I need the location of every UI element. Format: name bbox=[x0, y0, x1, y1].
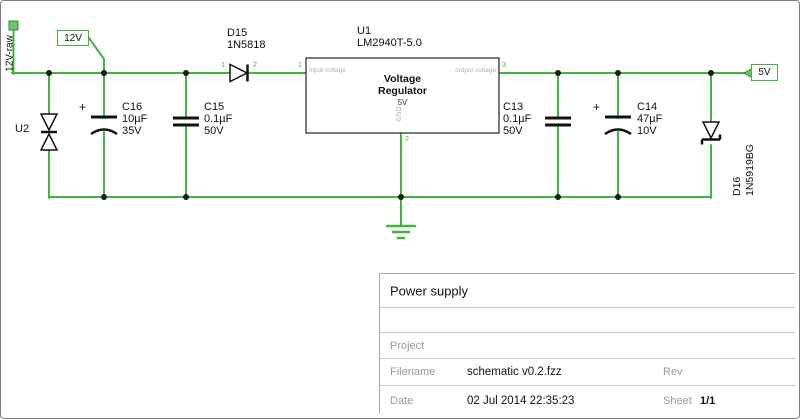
net-label-5v[interactable]: 5V bbox=[751, 64, 778, 81]
u1-part-label: LM2940T-5.0 bbox=[357, 37, 422, 49]
u1-pin-in-number: 1 bbox=[298, 62, 302, 69]
u1-pin-out-number: 3 bbox=[502, 62, 506, 69]
junction-dots bbox=[46, 70, 714, 200]
regulator-u1-body[interactable] bbox=[305, 57, 500, 134]
wire-net-gnd[interactable] bbox=[48, 124, 712, 227]
filename-value: schematic v0.2.fzz bbox=[467, 366, 562, 378]
wire-net-12v-raw[interactable] bbox=[11, 29, 308, 119]
u1-output-pin-label: output voltage bbox=[455, 67, 496, 74]
capacitor-c13-symbol[interactable] bbox=[545, 116, 571, 127]
ground-symbol[interactable] bbox=[385, 224, 417, 240]
u1-title-line2: Regulator bbox=[377, 85, 427, 97]
capacitor-c16-symbol[interactable] bbox=[90, 115, 118, 136]
title-block-empty-row bbox=[380, 308, 795, 333]
u1-input-pin-label: input voltage bbox=[309, 67, 346, 74]
c13-ref-label: C13 bbox=[503, 101, 524, 113]
net-label-12v[interactable]: 12V bbox=[57, 30, 89, 46]
title-block-date-row: Date 02 Jul 2014 22:35:23 Sheet 1/1 bbox=[380, 386, 795, 416]
u1-gnd-pin-label: GND bbox=[396, 106, 403, 122]
c16-plus-sign: + bbox=[79, 100, 87, 114]
sheet-value: 1/1 bbox=[700, 395, 716, 407]
c14-ref-label: C14 bbox=[637, 101, 658, 113]
title-block: Power supply Project Filename schematic … bbox=[379, 273, 795, 414]
u1-ref-label: U1 bbox=[357, 25, 372, 37]
date-value: 02 Jul 2014 22:35:23 bbox=[467, 395, 575, 407]
capacitor-c14-symbol[interactable] bbox=[604, 115, 632, 136]
u1-pin-gnd-number: 2 bbox=[405, 136, 409, 143]
date-label: Date bbox=[390, 395, 414, 407]
title-block-title: Power supply bbox=[390, 283, 469, 298]
rev-label: Rev bbox=[663, 366, 683, 378]
u2-ref-label: U2 bbox=[15, 123, 30, 135]
c16-ref-label: C16 bbox=[122, 101, 143, 113]
d15-pin1-number: 1 bbox=[221, 62, 225, 69]
d15-ref-label: D15 bbox=[227, 27, 248, 39]
u1-title-line1: Voltage bbox=[383, 73, 422, 85]
c15-value-label: 0.1µF bbox=[204, 113, 233, 125]
c15-ref-label: C15 bbox=[204, 101, 225, 113]
d16-part-label: 1N5919BG bbox=[744, 144, 756, 196]
d15-part-label: 1N5818 bbox=[227, 39, 266, 51]
sheet-label: Sheet bbox=[663, 395, 692, 407]
c16-value-label: 10µF bbox=[122, 113, 148, 125]
c15-voltage-label: 50V bbox=[204, 125, 224, 137]
d16-ref-label: D16 bbox=[731, 176, 743, 196]
c14-plus-sign: + bbox=[593, 100, 601, 114]
diode-d15-symbol[interactable] bbox=[229, 63, 249, 83]
terminal-12v-raw[interactable] bbox=[8, 20, 19, 31]
filename-label: Filename bbox=[390, 366, 436, 378]
c14-voltage-label: 10V bbox=[637, 125, 657, 137]
title-block-project-row: Project bbox=[380, 333, 795, 359]
d15-pin2-number: 2 bbox=[253, 62, 257, 69]
project-label: Project bbox=[390, 339, 425, 352]
c13-value-label: 0.1µF bbox=[503, 113, 532, 125]
wire-net-5v[interactable] bbox=[498, 72, 745, 123]
title-block-filename-row: Filename schematic v0.2.fzz Rev bbox=[380, 359, 795, 386]
c13-voltage-label: 50V bbox=[503, 125, 523, 137]
net-label-12v-raw[interactable]: 12V-raw bbox=[4, 35, 16, 72]
zener-diode-d16-symbol[interactable] bbox=[700, 121, 722, 145]
u1-title-line3: 5V bbox=[397, 98, 408, 107]
d16-labels: D16 1N5919BG bbox=[731, 126, 757, 196]
tvs-diode-u2-symbol[interactable] bbox=[39, 113, 59, 151]
c16-voltage-label: 35V bbox=[122, 125, 142, 137]
c14-value-label: 47µF bbox=[637, 113, 663, 125]
capacitor-c15-symbol[interactable] bbox=[173, 116, 199, 127]
title-block-title-row: Power supply bbox=[380, 274, 795, 308]
